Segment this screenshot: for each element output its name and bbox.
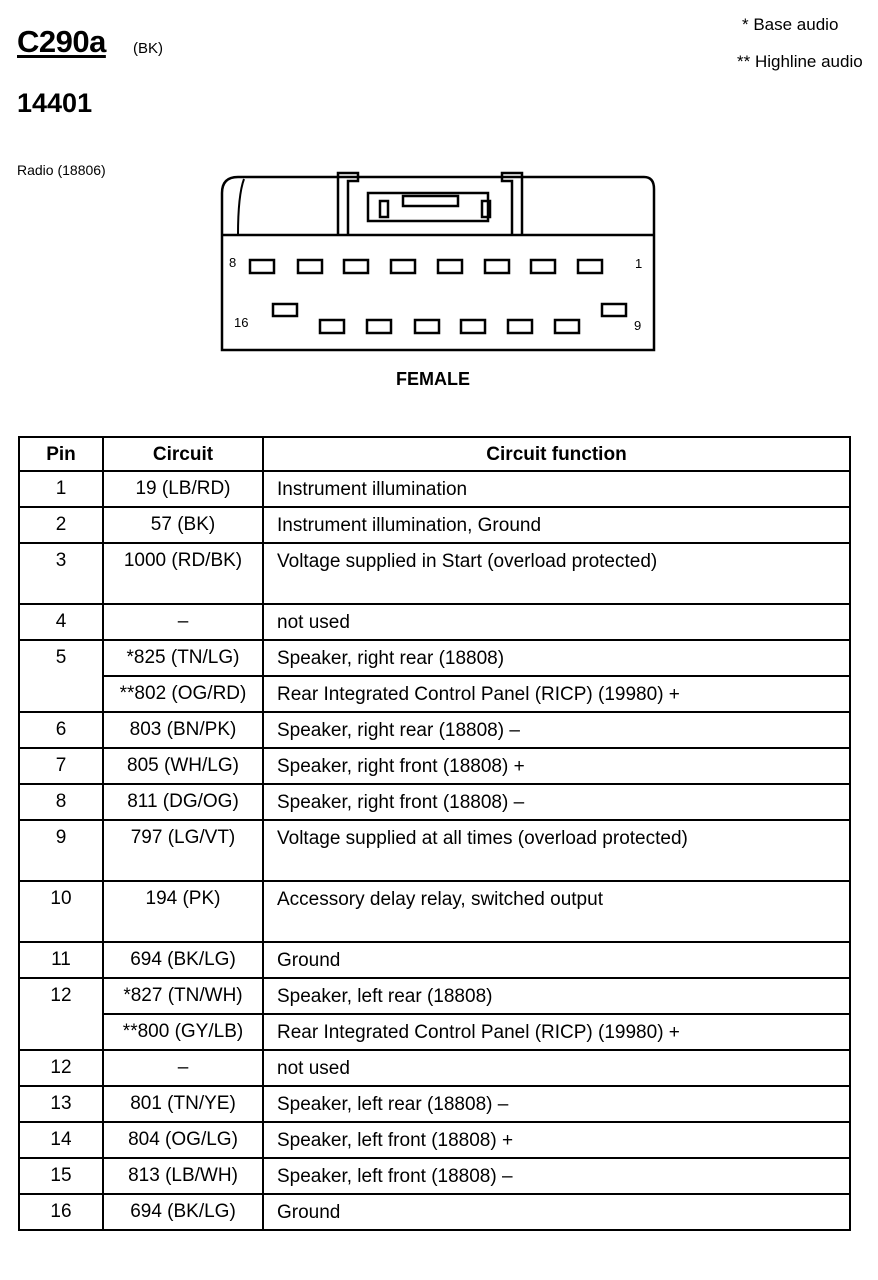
function-cell: Speaker, left front (18808) – bbox=[262, 1157, 851, 1195]
circuit-cell: 797 (LG/VT) bbox=[102, 819, 264, 882]
function-cell: Speaker, right rear (18808) bbox=[262, 639, 851, 677]
circuit-cell: – bbox=[102, 603, 264, 641]
part-number: 14401 bbox=[17, 88, 93, 118]
function-cell: Instrument illumination, Ground bbox=[262, 506, 851, 544]
circuit-cell: 694 (BK/LG) bbox=[102, 1193, 264, 1231]
pin-cell: 9 bbox=[18, 819, 104, 882]
connector-latch bbox=[336, 171, 524, 235]
table-row: 12 *827 (TN/WH) Speaker, left rear (1880… bbox=[18, 977, 851, 1051]
pin-cell: 12 bbox=[18, 977, 104, 1051]
function-cell: Speaker, right front (18808) – bbox=[262, 783, 851, 821]
circuit-cell: 801 (TN/YE) bbox=[102, 1085, 264, 1123]
pin-cell: 1 bbox=[18, 470, 104, 508]
pin-cell: 3 bbox=[18, 542, 104, 605]
circuit-cell: 805 (WH/LG) bbox=[102, 747, 264, 785]
circuit-cell: 803 (BN/PK) bbox=[102, 711, 264, 749]
connector-face-diagram: 8 1 16 9 bbox=[220, 171, 656, 352]
circuit-cell: 57 (BK) bbox=[102, 506, 264, 544]
table-row: 5 *825 (TN/LG) Speaker, right rear (1880… bbox=[18, 639, 851, 713]
function-cell: not used bbox=[262, 1049, 851, 1087]
circuit-cell: 1000 (RD/BK) bbox=[102, 542, 264, 605]
header-circuit-function: Circuit function bbox=[262, 436, 851, 472]
pin-cell: 14 bbox=[18, 1121, 104, 1159]
circuit-cell: **802 (OG/RD) bbox=[102, 675, 264, 713]
function-cell: Speaker, right rear (18808) – bbox=[262, 711, 851, 749]
pin-cell: 11 bbox=[18, 941, 104, 979]
legend-base-audio: * Base audio bbox=[742, 15, 839, 34]
pin-cell: 10 bbox=[18, 880, 104, 943]
table-row: 1 19 (LB/RD) Instrument illumination bbox=[18, 470, 851, 508]
table-row: 13 801 (TN/YE) Speaker, left rear (18808… bbox=[18, 1085, 851, 1123]
function-cell: Speaker, left rear (18808) bbox=[262, 977, 851, 1015]
circuit-cell: *827 (TN/WH) bbox=[102, 977, 264, 1015]
circuit-cell: *825 (TN/LG) bbox=[102, 639, 264, 677]
function-cell: Voltage supplied at all times (overload … bbox=[262, 819, 851, 882]
circuit-cell: 194 (PK) bbox=[102, 880, 264, 943]
table-row: 10 194 (PK) Accessory delay relay, switc… bbox=[18, 880, 851, 943]
table-row: 3 1000 (RD/BK) Voltage supplied in Start… bbox=[18, 542, 851, 605]
connector-housing bbox=[220, 175, 656, 352]
table-row: 15 813 (LB/WH) Speaker, left front (1880… bbox=[18, 1157, 851, 1195]
function-cell: Rear Integrated Control Panel (RICP) (19… bbox=[262, 675, 851, 713]
table-row: 12 – not used bbox=[18, 1049, 851, 1087]
pin-cell: 5 bbox=[18, 639, 104, 713]
function-cell: Speaker, right front (18808) + bbox=[262, 747, 851, 785]
circuit-cell: 804 (OG/LG) bbox=[102, 1121, 264, 1159]
table-row: 2 57 (BK) Instrument illumination, Groun… bbox=[18, 506, 851, 544]
circuit-cell: 811 (DG/OG) bbox=[102, 783, 264, 821]
header-circuit: Circuit bbox=[102, 436, 264, 472]
table-row: **800 (GY/LB) Rear Integrated Control Pa… bbox=[19, 1013, 851, 1051]
pin-cell: 4 bbox=[18, 603, 104, 641]
pin-row-bottom bbox=[271, 302, 628, 335]
pinout-table: Pin Circuit Circuit function 1 19 (LB/RD… bbox=[18, 436, 851, 1231]
connector-id: C290a bbox=[17, 24, 106, 59]
pin-row-top bbox=[248, 258, 604, 275]
pin-cell: 16 bbox=[18, 1193, 104, 1231]
circuit-cell: – bbox=[102, 1049, 264, 1087]
pin-label-16: 16 bbox=[234, 315, 248, 330]
connector-color: (BK) bbox=[133, 40, 163, 57]
function-cell: Rear Integrated Control Panel (RICP) (19… bbox=[262, 1013, 851, 1051]
circuit-cell: 19 (LB/RD) bbox=[102, 470, 264, 508]
table-row: 16 694 (BK/LG) Ground bbox=[18, 1193, 851, 1231]
header-pin: Pin bbox=[18, 436, 104, 472]
function-cell: Ground bbox=[262, 1193, 851, 1231]
connector-view-label: FEMALE bbox=[396, 369, 470, 389]
table-header-row: Pin Circuit Circuit function bbox=[18, 436, 851, 472]
table-row: **802 (OG/RD) Rear Integrated Control Pa… bbox=[19, 675, 851, 713]
legend-highline-audio: ** Highline audio bbox=[737, 52, 863, 71]
pin-label-8: 8 bbox=[229, 255, 236, 270]
pin-cell: 12 bbox=[18, 1049, 104, 1087]
function-cell: Instrument illumination bbox=[262, 470, 851, 508]
table-row: 8 811 (DG/OG) Speaker, right front (1880… bbox=[18, 783, 851, 821]
table-row: 14 804 (OG/LG) Speaker, left front (1880… bbox=[18, 1121, 851, 1159]
function-cell: Speaker, left rear (18808) – bbox=[262, 1085, 851, 1123]
circuit-cell: 694 (BK/LG) bbox=[102, 941, 264, 979]
function-cell: not used bbox=[262, 603, 851, 641]
function-cell: Speaker, left front (18808) + bbox=[262, 1121, 851, 1159]
housing-left-edge bbox=[237, 178, 245, 236]
pin-cell: 15 bbox=[18, 1157, 104, 1195]
function-cell: Voltage supplied in Start (overload prot… bbox=[262, 542, 851, 605]
pin-cell: 13 bbox=[18, 1085, 104, 1123]
function-cell: Ground bbox=[262, 941, 851, 979]
function-cell: Accessory delay relay, switched output bbox=[262, 880, 851, 943]
pin-cell: 8 bbox=[18, 783, 104, 821]
table-row: 4 – not used bbox=[18, 603, 851, 641]
table-row: 6 803 (BN/PK) Speaker, right rear (18808… bbox=[18, 711, 851, 749]
table-row: 11 694 (BK/LG) Ground bbox=[18, 941, 851, 979]
circuit-cell: 813 (LB/WH) bbox=[102, 1157, 264, 1195]
circuit-cell: **800 (GY/LB) bbox=[102, 1013, 264, 1051]
pin-cell: 7 bbox=[18, 747, 104, 785]
table-row: 7 805 (WH/LG) Speaker, right front (1880… bbox=[18, 747, 851, 785]
pin-label-1: 1 bbox=[635, 256, 642, 271]
pin-cell: 6 bbox=[18, 711, 104, 749]
pin-label-9: 9 bbox=[634, 318, 641, 333]
component-label: Radio (18806) bbox=[17, 162, 106, 178]
table-row: 9 797 (LG/VT) Voltage supplied at all ti… bbox=[18, 819, 851, 882]
pin-cell: 2 bbox=[18, 506, 104, 544]
